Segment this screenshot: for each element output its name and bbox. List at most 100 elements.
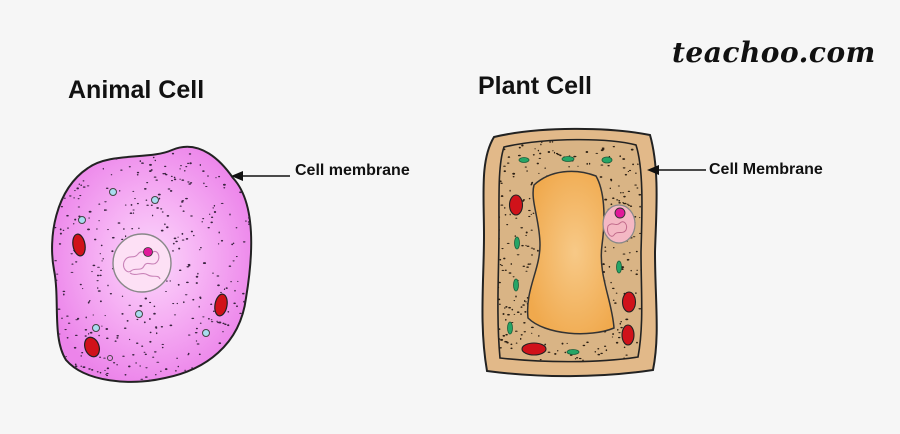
granule [74,365,78,368]
granule [99,269,103,271]
granule [192,298,195,301]
granule [594,350,597,353]
granule [254,232,257,234]
granule [619,322,622,325]
granule [73,223,75,225]
granule [104,315,106,317]
granule [513,313,516,315]
granule [618,332,621,334]
granule [514,330,518,332]
granule [136,202,139,205]
granule [128,166,131,168]
granule [74,363,77,366]
granule [136,318,139,321]
granule [97,290,101,292]
granule [52,190,53,193]
granule [611,336,614,338]
granule [67,227,69,229]
granule [84,380,87,382]
granule [66,214,69,217]
granule [187,352,190,355]
granule [73,197,75,199]
granule [184,294,188,296]
granule [88,300,91,302]
granule [153,312,156,315]
granule [251,169,252,172]
granule [247,358,251,361]
granule [537,149,540,152]
granule [203,367,205,370]
granule [67,162,71,164]
granule [104,201,107,203]
granule [608,265,611,268]
granule [187,374,191,377]
granule [210,321,214,323]
granule [523,321,526,324]
granule [564,351,567,354]
granule [195,282,198,284]
plant-cell [481,127,706,378]
granule [173,178,177,181]
granule [215,150,218,152]
granule [189,162,192,165]
granule [636,341,638,344]
granule [80,365,82,367]
granule [121,149,125,152]
granule [175,240,178,243]
granule [547,151,551,153]
granule [248,325,251,328]
granule [219,291,223,293]
granule [143,351,146,353]
granule [256,314,258,315]
granule [612,333,615,335]
granule [52,356,54,358]
granule [121,238,124,241]
granule [236,305,238,308]
granule [207,175,209,177]
granule [195,275,199,278]
granule [524,166,527,168]
granule [101,325,103,327]
granule [74,218,77,221]
granule [553,151,556,154]
granule [81,288,84,290]
granule [506,223,509,226]
granule [86,185,90,187]
granule [505,333,508,336]
granule [98,334,100,337]
granule [235,256,238,258]
granule [62,293,65,296]
granule [202,316,205,318]
granule [154,159,157,162]
granule [55,198,59,200]
granule [604,246,607,248]
granule [164,172,166,175]
granule [630,269,632,272]
granule [618,200,621,202]
granule [613,145,615,148]
granule [81,352,84,354]
granule [191,367,193,369]
granule [183,301,185,304]
granule [522,265,526,268]
granule [195,327,198,330]
granule [622,203,625,205]
granule [149,331,152,334]
granule [105,187,109,189]
granule [123,228,125,230]
granule [119,190,121,192]
granule [201,221,203,223]
granule [110,174,113,176]
granule [224,323,227,326]
granule [78,183,81,185]
granule [529,263,532,265]
granule [105,337,109,340]
granule [515,217,518,219]
granule [247,334,251,336]
granule [181,232,184,235]
granule [71,263,74,265]
granule [146,204,149,206]
granule [524,311,527,313]
granule [223,187,226,189]
granule [539,359,542,361]
